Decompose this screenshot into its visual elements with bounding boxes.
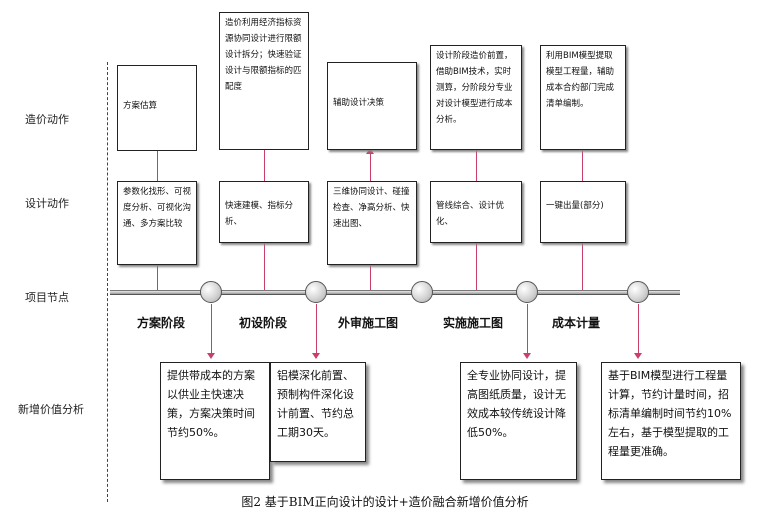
value-box-3: 全专业协同设计，提高图纸质量，设计无效成本较传统设计降低50%。 xyxy=(460,362,577,480)
value-box-4: 基于BIM模型进行工程量计算，节约计量时间，招标清单编制时间节约10%左右，基于… xyxy=(601,362,741,480)
connector-design-4 xyxy=(476,243,477,290)
connector-design-1 xyxy=(157,265,158,290)
timeline-bar xyxy=(110,290,680,295)
design-action-box-1: 参数化找形、可视度分析、可视化沟通、多方案比较 xyxy=(117,181,197,265)
timeline-node-1 xyxy=(200,281,222,303)
cost-action-box-3: 辅助设计决策 xyxy=(327,62,417,150)
connector-cost-3 xyxy=(370,150,371,182)
connector-value-3 xyxy=(527,304,528,354)
design-action-box-4: 管线综合、设计优化、 xyxy=(430,181,522,243)
connector-value-4 xyxy=(638,304,639,354)
value-box-2: 铝模深化前置、预制构件深化设计前置、节约总工期30天。 xyxy=(270,362,366,462)
timeline-node-5 xyxy=(627,281,649,303)
stage-label-1: 方案阶段 xyxy=(137,316,186,330)
connector-cost-5 xyxy=(582,150,583,182)
stage-label-5: 成本计量 xyxy=(552,316,601,330)
arrow-down-4 xyxy=(634,353,642,359)
connector-value-1 xyxy=(211,304,212,354)
cost-action-box-2: 造价利用经济指标资源协同设计进行限额设计拆分；快速验证设计与限额指标的匹配度 xyxy=(219,12,309,150)
arrow-up-3 xyxy=(366,148,374,154)
arrow-down-3 xyxy=(523,353,531,359)
connector-cost-2 xyxy=(264,150,265,182)
stage-label-4: 实施施工图 xyxy=(443,316,504,330)
row-label-value: 新增价值分析 xyxy=(18,403,84,416)
design-action-box-5: 一键出量(部分) xyxy=(540,181,626,243)
connector-design-5 xyxy=(582,243,583,290)
arrow-down-2 xyxy=(312,353,320,359)
design-action-box-3: 三维协同设计、碰撞检查、净高分析、快速出图、 xyxy=(327,181,417,265)
connector-design-2 xyxy=(264,243,265,290)
connector-value-2 xyxy=(316,304,317,354)
timeline-node-4 xyxy=(516,281,538,303)
cost-action-box-5: 利用BIM模型提取模型工程量，辅助成本合约部门完成清单编制。 xyxy=(540,45,626,150)
stage-label-3: 外审施工图 xyxy=(338,316,399,330)
arrow-down-1 xyxy=(207,353,215,359)
connector-cost-4 xyxy=(476,150,477,182)
stage-label-2: 初设阶段 xyxy=(239,316,288,330)
figure-caption: 图2 基于BIM正向设计的设计+造价融合新增价值分析 xyxy=(241,495,529,509)
row-label-node: 项目节点 xyxy=(25,291,69,304)
connector-cost-1 xyxy=(157,150,158,182)
design-action-box-2: 快速建模、指标分析、 xyxy=(219,181,309,243)
connector-design-3 xyxy=(370,265,371,290)
cost-action-box-4: 设计阶段造价前置，借助BIM技术，实时测算，分阶段分专业对设计模型进行成本分析。 xyxy=(430,45,522,150)
timeline-node-3 xyxy=(411,281,433,303)
value-box-1: 提供带成本的方案以供业主快速决策，方案决策时间节约50%。 xyxy=(160,362,270,480)
row-label-cost: 造价动作 xyxy=(25,113,69,126)
row-label-design: 设计动作 xyxy=(25,197,69,210)
left-divider xyxy=(107,62,108,502)
timeline-node-2 xyxy=(305,281,327,303)
cost-action-box-1: 方案估算 xyxy=(117,65,197,151)
